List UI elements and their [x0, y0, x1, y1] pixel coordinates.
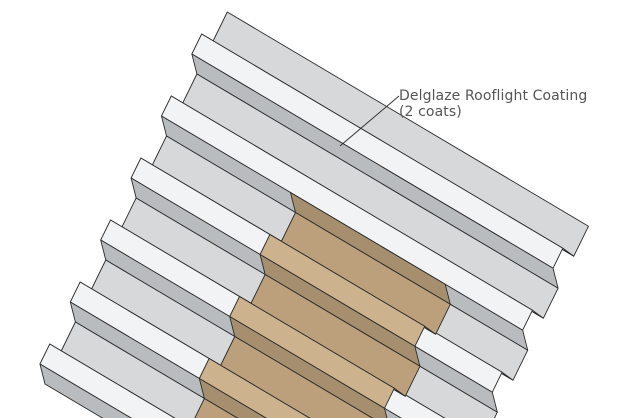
- sheet-face: [39, 343, 176, 418]
- coating-face: [198, 378, 267, 418]
- coating-label-line2: (2 coats): [399, 104, 462, 120]
- leader-line: [339, 95, 400, 147]
- coating-face: [198, 358, 311, 418]
- coating-label: Delglaze Rooflight Coating (2 coats): [399, 88, 587, 120]
- coating-label-line1: Delglaze Rooflight Coating: [399, 88, 588, 104]
- sheet-face: [39, 363, 132, 418]
- coating-face: [219, 336, 374, 418]
- sheet-face: [60, 321, 239, 418]
- sheet-face: [69, 301, 267, 418]
- coating-face: [194, 398, 239, 418]
- rooflight-coating-panel: [194, 192, 451, 418]
